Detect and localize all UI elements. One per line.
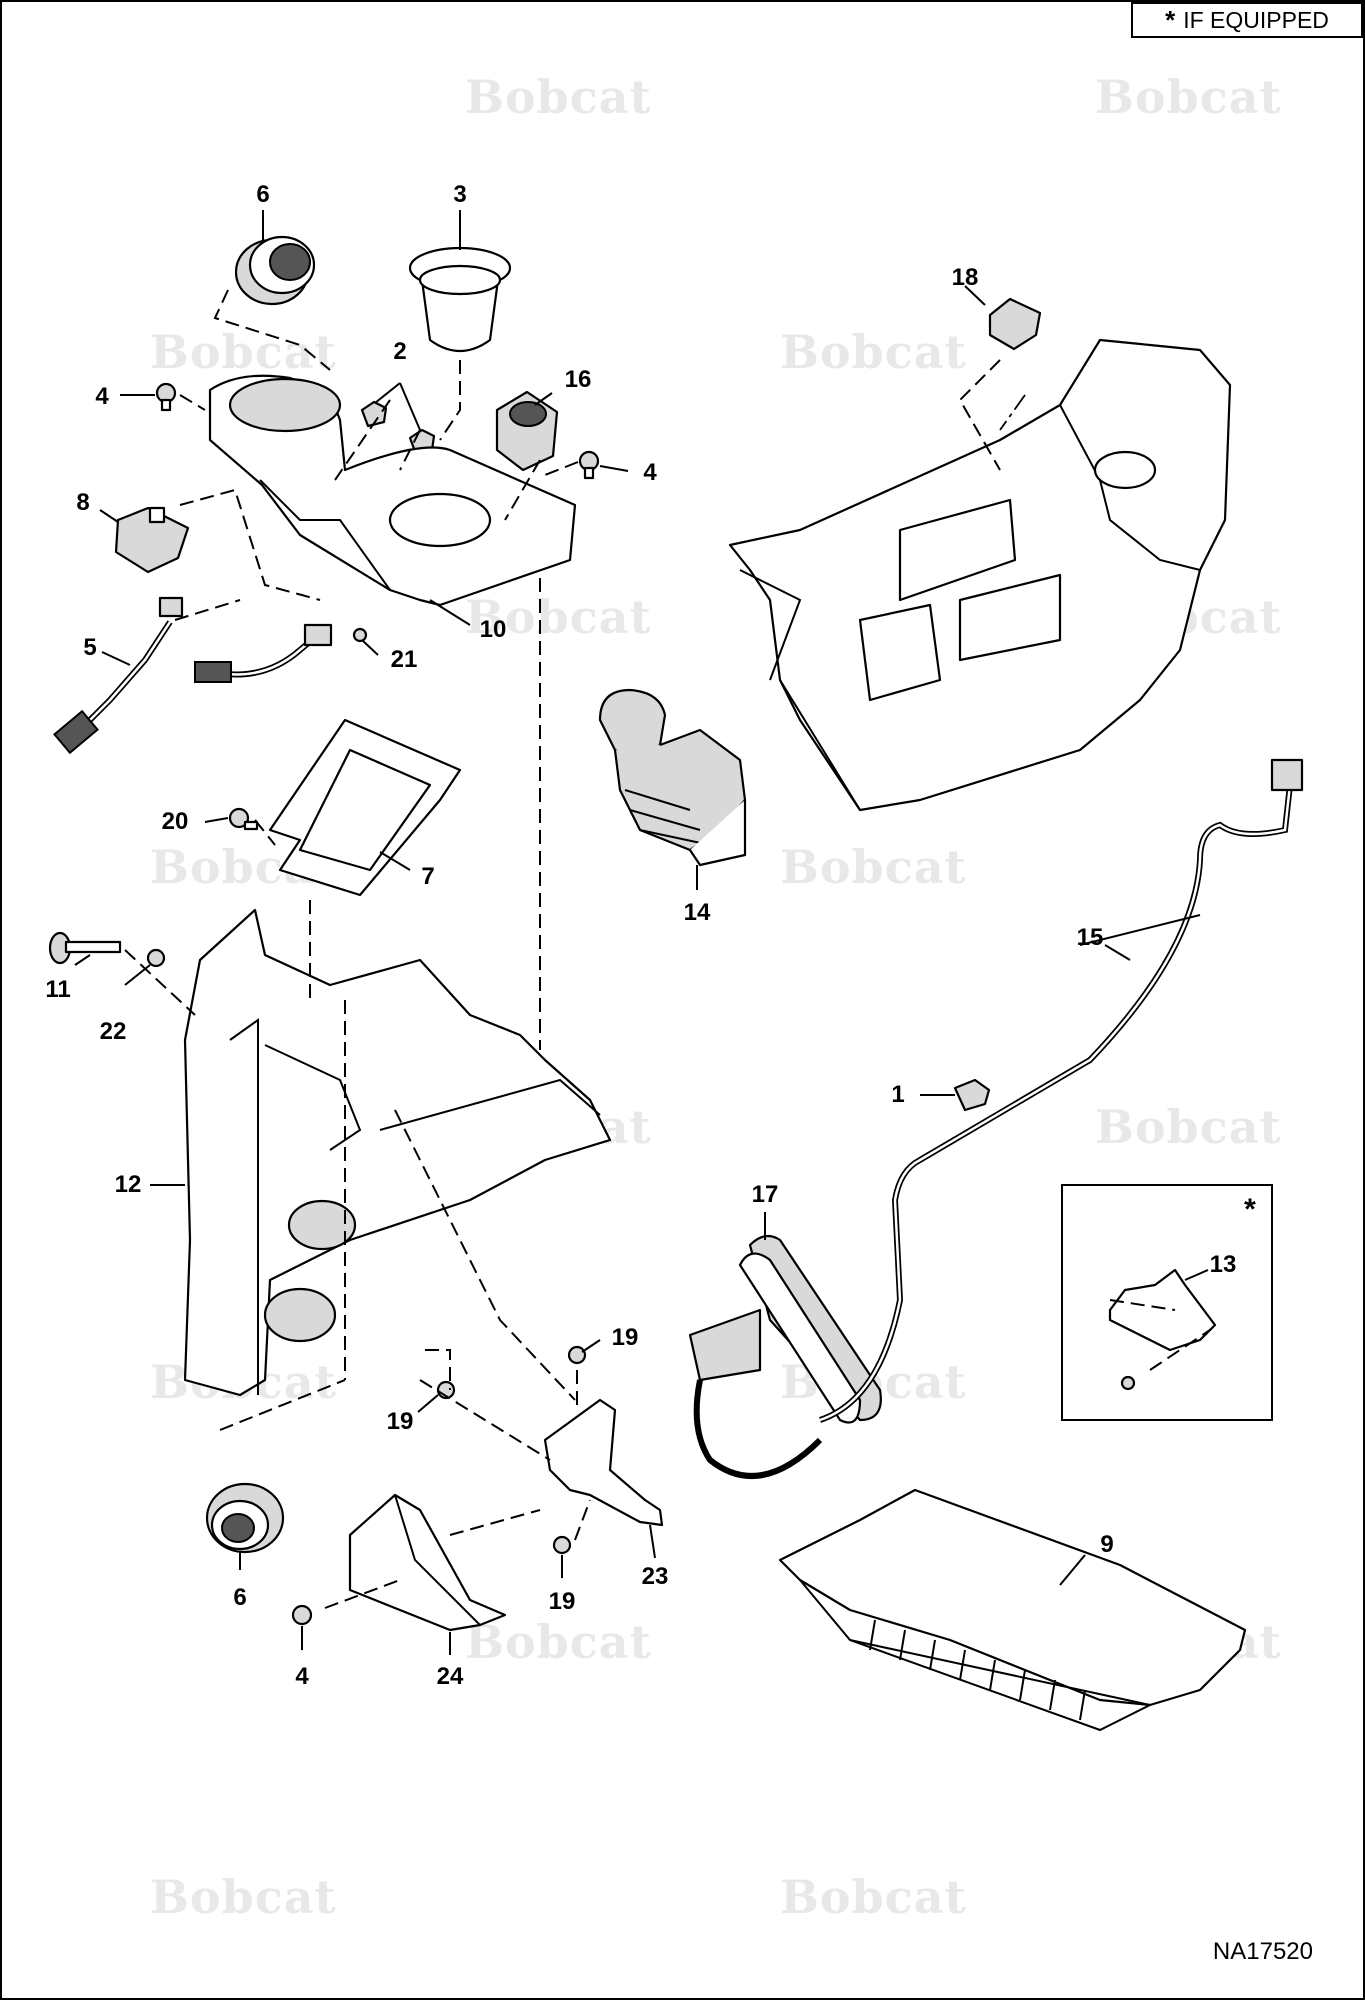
callout-19-bottom: 19 — [548, 1588, 576, 1615]
part-5-harness — [53, 596, 184, 755]
callout-3: 3 — [453, 181, 467, 208]
callout-4-topleft: 4 — [95, 383, 109, 410]
asterisk-marker: * — [1165, 4, 1176, 35]
part-3-cup-holder — [408, 246, 512, 352]
part-14-joystick — [598, 688, 747, 867]
callout-5: 5 — [83, 634, 97, 661]
watermark: Bobcat — [780, 840, 967, 894]
part-23-bracket — [543, 1398, 664, 1527]
callout-8: 8 — [76, 489, 90, 516]
callout-6-top: 6 — [256, 181, 270, 208]
callout-11: 11 — [45, 976, 71, 1003]
part-21-pigtail — [194, 623, 368, 683]
part-22-nut — [146, 948, 166, 968]
callout-16: 16 — [564, 366, 592, 393]
part-15-cable — [819, 758, 1304, 1423]
callout-24: 24 — [436, 1663, 464, 1690]
part-10-upper-panel — [208, 374, 577, 607]
callout-7: 7 — [421, 863, 435, 890]
callout-4-bottom: 4 — [295, 1663, 309, 1690]
assembly-lines — [124, 289, 1211, 1609]
watermark: Bobcat — [465, 70, 652, 124]
watermark: Bobcat — [150, 325, 337, 379]
watermark: Bobcat — [1095, 1100, 1282, 1154]
if-equipped-legend: * IF EQUIPPED — [1131, 2, 1363, 38]
part-18-switch — [988, 297, 1042, 351]
legend-text: IF EQUIPPED — [1183, 6, 1329, 33]
part-6-bezel-top — [234, 235, 316, 306]
part-17-display — [688, 1234, 882, 1479]
callout-10: 10 — [479, 616, 507, 643]
callout-6-bottom: 6 — [233, 1584, 247, 1611]
part-12-side-console — [183, 908, 612, 1397]
callout-20: 20 — [161, 808, 189, 835]
part-2-clips — [360, 400, 436, 456]
callout-17: 17 — [751, 1181, 779, 1208]
leader-lines — [74, 210, 1209, 1655]
main-console-housing — [728, 338, 1232, 812]
part-20-screw — [228, 807, 259, 831]
watermark: Bobcat — [780, 1870, 967, 1924]
callout-12: 12 — [114, 1171, 142, 1198]
part-4-screw — [578, 450, 600, 480]
part-8-switch — [114, 506, 190, 574]
part-16-switch — [495, 390, 559, 472]
callout-14: 14 — [683, 899, 711, 926]
callout-2: 2 — [393, 338, 407, 365]
watermark: Bobcat — [465, 590, 652, 644]
callout-4-right: 4 — [643, 459, 657, 486]
watermark: Bobcat — [150, 1870, 337, 1924]
part-6-bezel-bottom — [205, 1482, 285, 1554]
part-19-screws — [436, 1345, 587, 1555]
callout-18: 18 — [951, 264, 979, 291]
watermark: Bobcat — [465, 1615, 652, 1669]
part-24-bracket — [348, 1493, 507, 1632]
inset-asterisk: * — [1244, 1193, 1256, 1226]
callout-13: 13 — [1209, 1251, 1237, 1278]
watermark: Bobcat — [780, 325, 967, 379]
part-11-bolt — [48, 931, 122, 965]
part-4-screw — [291, 1604, 313, 1626]
callout-9: 9 — [1100, 1531, 1114, 1558]
callout-15: 15 — [1076, 924, 1104, 951]
part-1-knob — [953, 1078, 991, 1112]
watermark: Bobcat — [1095, 70, 1282, 124]
callout-22: 22 — [99, 1018, 127, 1045]
callout-19-left: 19 — [386, 1408, 414, 1435]
part-9-storage-tray — [778, 1488, 1247, 1732]
part-7-plate — [268, 718, 462, 897]
callout-23: 23 — [641, 1563, 669, 1590]
figure-id: NA17520 — [1212, 1938, 1313, 1965]
part-13-inset-bracket — [1061, 1184, 1273, 1421]
callout-19-top: 19 — [611, 1324, 639, 1351]
callout-21: 21 — [390, 646, 418, 673]
callout-1: 1 — [891, 1081, 905, 1108]
part-4-screw — [155, 382, 177, 412]
